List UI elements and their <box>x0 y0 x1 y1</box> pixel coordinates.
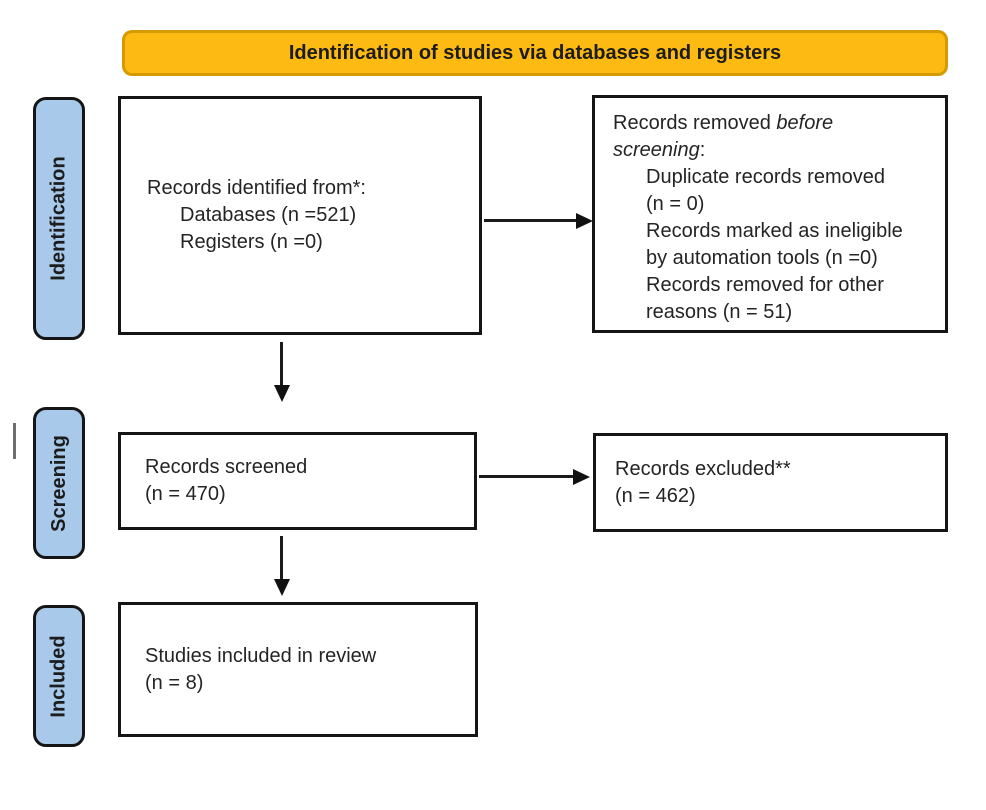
stage-label-identification-text: Identification <box>47 156 70 281</box>
box-studies-included: Studies included in review (n = 8) <box>118 602 478 737</box>
records-removed-lead-line1: Records removed before <box>613 110 939 137</box>
arrow-head-down-icon <box>273 579 290 596</box>
arrow-shaft <box>280 536 283 580</box>
records-removed-lead-line2: screening: <box>613 137 939 164</box>
removed-duplicate-line2: (n = 0) <box>646 193 705 215</box>
records-screened-line2: (n = 470) <box>145 483 226 505</box>
removed-other-line1: Records removed for other <box>646 274 884 296</box>
records-screened-line1: Records screened <box>145 456 308 478</box>
stage-label-included: Included <box>33 605 85 747</box>
stage-label-included-text: Included <box>47 634 70 718</box>
removed-automation-line2: by automation tools (n =0) <box>646 247 878 269</box>
records-identified-lead: Records identified from*: <box>147 177 366 199</box>
records-excluded-line1: Records excluded** <box>615 457 791 480</box>
arrow-head-right-icon <box>576 212 593 229</box>
removed-other-line2: reasons (n = 51) <box>646 301 793 323</box>
studies-included-line1: Studies included in review <box>145 644 377 667</box>
records-identified-databases: Databases (n =521) <box>180 204 357 226</box>
arrow-head-down-icon <box>273 385 290 402</box>
box-records-excluded: Records excluded** (n = 462) <box>593 433 948 532</box>
records-removed-lead-normal: Records removed <box>613 112 777 134</box>
records-identified-registers: Registers (n =0) <box>180 231 323 253</box>
records-removed-lead-italic1: before <box>776 112 834 134</box>
stage-label-screening-text: Screening <box>47 434 70 532</box>
stage-label-screening: Screening <box>33 407 85 559</box>
arrow-head-right-icon <box>573 468 590 485</box>
records-removed-lead-suffix: : <box>699 139 706 161</box>
arrow-shaft <box>484 219 578 222</box>
records-removed-lead-italic2: screening <box>613 139 700 161</box>
records-excluded-line2: (n = 462) <box>615 484 696 507</box>
studies-included-line2: (n = 8) <box>145 671 204 694</box>
box-records-removed: Records removed before screening: Duplic… <box>592 95 948 333</box>
arrow-shaft <box>280 342 283 386</box>
box-records-screened: Records screened (n = 470) <box>118 432 477 530</box>
removed-duplicate-line1: Duplicate records removed <box>646 166 885 188</box>
banner-title: Identification of studies via databases … <box>122 30 948 76</box>
removed-automation-line1: Records marked as ineligible <box>646 220 903 242</box>
stage-label-identification: Identification <box>33 97 85 340</box>
banner-title-text: Identification of studies via databases … <box>288 41 782 64</box>
box-records-identified: Records identified from*: Databases (n =… <box>118 96 482 335</box>
stray-cursor-mark <box>13 423 16 459</box>
arrow-shaft <box>479 475 575 478</box>
